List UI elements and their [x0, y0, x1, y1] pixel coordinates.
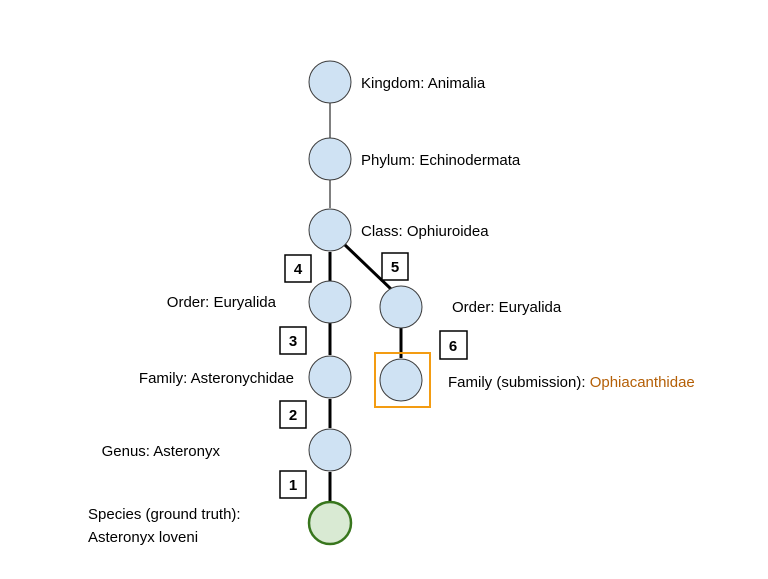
step-box-4: 4: [284, 254, 312, 283]
label-family-left: Family: Asteronychidae: [139, 370, 294, 387]
node-order-left: [308, 280, 352, 324]
node-class: [308, 208, 352, 252]
step-box-1: 1: [279, 470, 307, 499]
node-family-right: [379, 358, 423, 402]
step-number-5: 5: [391, 259, 399, 276]
node-phylum: [308, 137, 352, 181]
step-number-6: 6: [449, 338, 457, 355]
label-genus: Genus: Asteronyx: [102, 443, 221, 460]
step-box-2: 2: [279, 400, 307, 429]
label-family-right-prefix: Family (submission):: [448, 374, 590, 391]
edge-class-order-right: [343, 243, 394, 292]
label-phylum: Phylum: Echinodermata: [361, 152, 521, 169]
node-order-right: [379, 285, 423, 329]
node-genus: [308, 428, 352, 472]
submission-highlight-box: [374, 352, 431, 408]
node-kingdom: [308, 60, 352, 104]
node-species: [307, 500, 353, 546]
label-family-right-value: Ophiacanthidae: [590, 374, 695, 391]
label-species-value: Asteronyx loveni: [88, 529, 198, 546]
step-box-5: 5: [381, 252, 409, 281]
node-family-left: [308, 355, 352, 399]
step-number-3: 3: [289, 333, 297, 350]
label-kingdom: Kingdom: Animalia: [361, 75, 486, 92]
step-number-1: 1: [289, 477, 297, 494]
label-species-prefix: Species (ground truth):: [88, 506, 241, 523]
label-family-right: Family (submission): Ophiacanthidae: [448, 374, 695, 391]
label-class: Class: Ophiuroidea: [361, 223, 489, 240]
label-order-left: Order: Euryalida: [167, 294, 277, 311]
label-order-right: Order: Euryalida: [452, 299, 562, 316]
step-number-4: 4: [294, 261, 303, 278]
step-box-3: 3: [279, 326, 307, 355]
step-box-6: 6: [439, 330, 468, 360]
step-number-2: 2: [289, 407, 297, 424]
